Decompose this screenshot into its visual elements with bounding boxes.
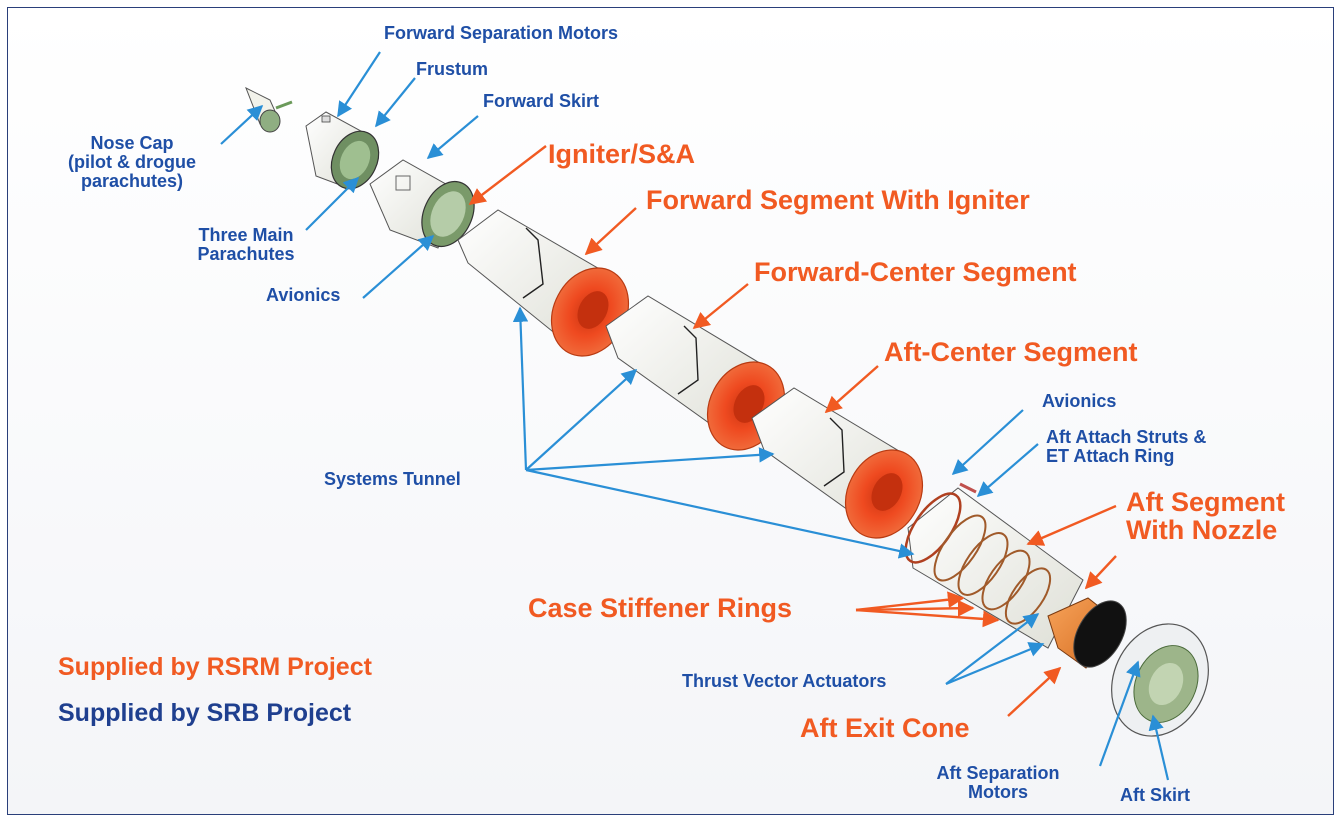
aft-skirt-part [1111,623,1209,737]
label-aft-skirt: Aft Skirt [1120,785,1191,805]
aft-center-segment-part [751,387,924,539]
arrow-nozzle [1084,555,1117,590]
label-aft-attach-struts-line1: Aft Attach Struts & [1046,427,1207,447]
label-forward-segment-with-igniter: Forward Segment With Igniter [646,185,1030,215]
label-forward-skirt: Forward Skirt [483,91,600,111]
label-aft-attach-struts: Aft Attach Struts & ET Attach Ring [1046,428,1206,466]
forward-skirt-part [369,159,475,249]
label-aft-separation-motors-line1: Aft Separation [936,763,1060,783]
arrow-thrust-vector-actuators-2 [945,642,1045,686]
label-three-main-parachutes: Three Main Parachutes [176,226,316,264]
arrow-avionics-aft [951,409,1024,476]
label-aft-attach-struts-line2: ET Attach Ring [1046,445,1175,466]
label-aft-segment-line1: Aft Segment [1126,487,1286,517]
label-case-stiffener-rings: Case Stiffener Rings [528,593,793,623]
arrow-aft-attach-struts [976,443,1039,498]
label-forward-center-segment: Forward-Center Segment [754,257,1077,287]
srb-exploded-diagram [220,51,1209,781]
label-nose-cap: Nose Cap (pilot & drogue parachutes) [32,134,232,191]
arrow-frustum [375,77,416,128]
frustum-part [305,111,380,190]
arrow-nose-cap [220,104,264,145]
arrow-stiffener-ring-2 [855,599,975,617]
arrow-systems-tunnel-3 [525,447,775,472]
arrow-stiffener-ring-3 [855,608,1000,628]
arrow-aft-skirt [1148,714,1170,781]
label-three-main-parachutes-line1: Three Main [198,225,294,245]
nozzle-part [1047,597,1127,669]
label-systems-tunnel: Systems Tunnel [324,469,461,489]
label-igniter-sa: Igniter/S&A [548,139,696,169]
arrow-igniter-sa [468,145,547,206]
arrow-three-main-parachutes [305,176,360,231]
label-aft-exit-cone: Aft Exit Cone [800,713,970,743]
label-nose-cap-line2: (pilot & drogue [68,151,196,172]
label-aft-center-segment: Aft-Center Segment [884,337,1138,367]
arrow-forward-segment [584,207,637,256]
arrow-systems-tunnel-2 [525,368,638,471]
arrow-systems-tunnel-4 [525,468,915,559]
arrow-aft-exit-cone [1007,666,1062,717]
arrow-forward-center-segment [692,283,749,330]
label-aft-segment-with-nozzle: Aft Segment With Nozzle [1126,488,1285,545]
label-nose-cap-line3: parachutes) [80,170,184,191]
diagram-frame: Forward Separation Motors Frustum Forwar… [7,7,1334,815]
label-frustum: Frustum [416,59,488,79]
label-aft-segment-line2: With Nozzle [1126,515,1278,546]
arrow-aft-segment [1026,504,1117,546]
nose-cap-part [245,86,293,133]
label-forward-separation-motors: Forward Separation Motors [384,23,619,43]
label-aft-separation-motors-line2: Motors [968,781,1028,802]
label-thrust-vector-actuators: Thrust Vector Actuators [682,671,887,691]
arrow-systems-tunnel-1 [512,306,529,471]
arrow-forward-separation-motors [337,51,381,118]
arrow-avionics-forward [362,234,435,299]
arrow-stiffener-ring-1 [855,591,965,612]
arrow-forward-skirt [426,115,479,159]
legend-rsrm: Supplied by RSRM Project [58,653,372,681]
label-three-main-parachutes-line2: Parachutes [197,243,295,264]
label-avionics-forward: Avionics [266,285,341,305]
orange-arrows [468,145,1117,717]
arrow-aft-center-segment [824,365,879,414]
arrow-aft-separation-motors [1098,660,1141,767]
arrow-thrust-vector-actuators-1 [945,613,1040,685]
label-avionics-aft: Avionics [1042,391,1117,411]
label-nose-cap-line1: Nose Cap [90,133,174,153]
legend-srb: Supplied by SRB Project [58,699,352,727]
blue-arrows [220,51,1170,781]
label-aft-separation-motors: Aft Separation Motors [908,764,1088,802]
